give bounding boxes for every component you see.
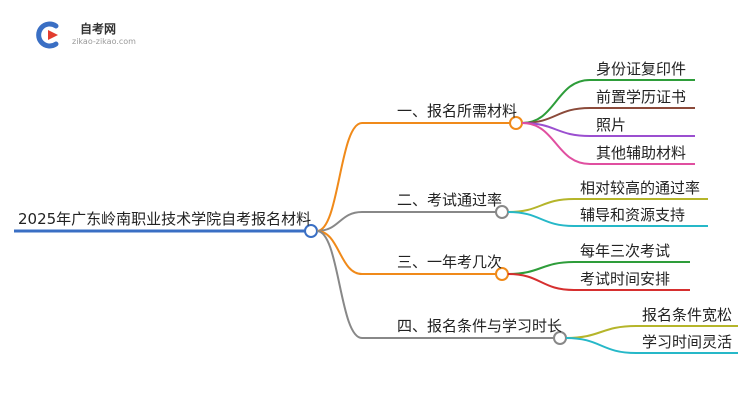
- leaf-link-2-1: [507, 198, 575, 213]
- leaf-link-2-2: [507, 211, 575, 227]
- leaf-link-3-1: [507, 261, 575, 275]
- branch-label-2: 二、考试通过率: [397, 191, 503, 209]
- leaf-label-2-2: 辅导和资源支持: [580, 206, 686, 224]
- zikao-logo-icon: [36, 21, 59, 49]
- leaf-label-1-2: 前置学历证书: [596, 88, 687, 106]
- logo-url: zikao-zikao.com: [72, 37, 136, 46]
- branch-label-1: 一、报名所需材料: [397, 102, 518, 120]
- logo-name: 自考网: [80, 22, 117, 36]
- leaf-label-4-1: 报名条件宽松: [642, 306, 733, 324]
- branch-label-4: 四、报名条件与学习时长: [397, 317, 563, 335]
- branch-link-3: [316, 230, 363, 275]
- leaf-label-4-2: 学习时间灵活: [642, 333, 733, 351]
- branch-label-3: 三、一年考几次: [397, 253, 503, 271]
- leaf-label-3-1: 每年三次考试: [580, 242, 671, 260]
- leaf-link-4-2: [565, 337, 637, 354]
- branch-link-2: [316, 211, 363, 232]
- leaf-label-1-1: 身份证复印件: [596, 60, 687, 78]
- leaf-link-3-2: [507, 273, 575, 291]
- branch-link-1: [316, 122, 363, 232]
- leaf-label-1-3: 照片: [596, 116, 627, 134]
- leaf-label-1-4: 其他辅助材料: [596, 144, 687, 162]
- leaf-label-2-1: 相对较高的通过率: [580, 179, 701, 197]
- root-label: 2025年广东岭南职业技术学院自考报名材料: [18, 210, 312, 228]
- branch-link-4: [316, 230, 363, 339]
- leaf-link-4-1: [565, 325, 637, 339]
- leaf-link-1-4: [521, 122, 591, 165]
- leaf-label-3-2: 考试时间安排: [580, 270, 671, 288]
- site-logo[interactable]: 自考网 zikao-zikao.com: [34, 18, 144, 52]
